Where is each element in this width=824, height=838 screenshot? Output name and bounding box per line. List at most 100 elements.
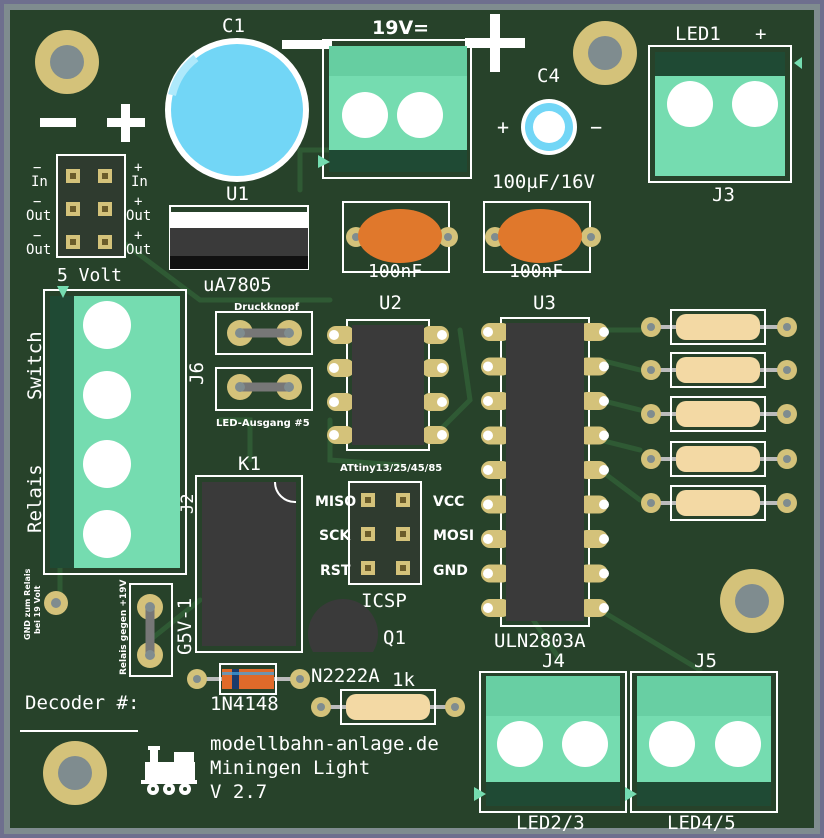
- led45-label: LED4/5: [667, 812, 736, 834]
- header-5v-out-minus-1: Out: [26, 208, 51, 224]
- mounting-hole-top-left: [35, 30, 99, 94]
- regulator-u1: [169, 205, 309, 270]
- header-icsp: [348, 481, 422, 585]
- ic-u3-pin: [578, 461, 608, 479]
- k1-part-label: G5V-1: [174, 598, 196, 655]
- relais-gegen-label: Relais gegen +19V: [119, 580, 129, 675]
- test-pad-gnd: [44, 591, 68, 615]
- led23-label: LED2/3: [516, 812, 585, 834]
- resistor-1k-label: 1k: [392, 669, 415, 691]
- header-5v-caption: 5 Volt: [57, 265, 122, 286]
- led1-plus: +: [755, 23, 766, 45]
- relais-label: Relais: [24, 464, 46, 533]
- ic-u3-pin-hole: [483, 327, 493, 337]
- j5-label: J5: [694, 650, 717, 672]
- header-5v-out-plus-2: Out: [126, 242, 151, 258]
- j6-label: J6: [186, 362, 208, 385]
- mounting-hole-right: [720, 569, 784, 633]
- diode-d1: [187, 663, 310, 695]
- ic-u3-pin: [578, 599, 608, 617]
- header-5v-plus-3: +: [134, 228, 142, 244]
- resistor-array: [641, 309, 797, 521]
- ic-u3-pin-hole: [483, 465, 493, 475]
- power-polarity-marks: [40, 14, 525, 142]
- locomotive-logo: [141, 746, 197, 795]
- icsp-vcc: VCC: [433, 494, 464, 510]
- header-5v: [56, 154, 126, 258]
- terminal-j6: [43, 286, 187, 575]
- ic-u3-pin: [578, 530, 608, 548]
- ic-u3-pin: [578, 564, 608, 583]
- mounting-holes: [35, 21, 784, 805]
- header-5v-plus-2: +: [134, 194, 142, 210]
- power-input-terminal: [318, 39, 472, 179]
- ic-u3-pin-hole: [483, 430, 493, 441]
- ic-u3-pin-hole: [483, 361, 493, 372]
- ic-u3-pin-hole: [599, 568, 609, 579]
- capacitor-c4: [521, 99, 577, 155]
- gnd-note-1: GND zum Relais: [23, 568, 32, 640]
- c4-plus: +: [497, 115, 509, 139]
- terminal-j5: [625, 671, 778, 813]
- version-text: V 2.7: [210, 781, 267, 803]
- icsp-rst: RST: [320, 563, 351, 579]
- mounting-hole-bottom-left: [43, 741, 107, 805]
- power-input-label: 19V=: [372, 17, 429, 39]
- ic-u3-pin-hole: [483, 499, 493, 510]
- c4-minus: −: [590, 115, 602, 139]
- jumper-druckknopf: [215, 311, 313, 355]
- header-5v-out-plus-1: Out: [126, 208, 151, 224]
- resistor: [641, 352, 797, 388]
- resistor: [641, 441, 797, 477]
- u1-label: U1: [226, 183, 249, 205]
- icsp-caption: ICSP: [361, 590, 407, 612]
- terminal-j4: [474, 671, 627, 813]
- ic-u3-pin-hole: [483, 396, 493, 406]
- ic-u3-pin: [578, 392, 608, 410]
- terminal-j3: [648, 45, 802, 183]
- header-5v-minus-1: −: [33, 160, 41, 176]
- diode-part: 1N4148: [210, 693, 279, 715]
- q1-label: Q1: [383, 627, 406, 649]
- ic-u3-pin-hole: [599, 534, 609, 544]
- relay-k1: [195, 475, 303, 653]
- cap-left-value: 100nF: [368, 261, 422, 282]
- icsp-mosi: MOSI: [433, 528, 474, 544]
- u3-part: ULN2803A: [494, 630, 586, 652]
- header-5v-plus-1: +: [134, 160, 142, 176]
- jumper-led-ausgang: [215, 367, 313, 411]
- gnd-note-2: bei 19 Volt: [33, 585, 42, 634]
- ic-u3-pin-hole: [483, 534, 493, 544]
- ic-u3-pin-hole: [599, 499, 609, 510]
- resistor-1k: [311, 689, 465, 725]
- u1-part: uA7805: [203, 274, 272, 296]
- ic-u3-pin: [578, 357, 608, 376]
- c4-value: 100µF/16V: [492, 171, 595, 193]
- icsp-sck: SCK: [319, 528, 351, 544]
- header-5v-minus-2: −: [33, 194, 41, 210]
- ic-u2: [327, 319, 449, 451]
- resistor: [641, 396, 797, 432]
- u2-part: ATtiny13/25/45/85: [340, 463, 442, 474]
- ic-u3-pin-hole: [599, 396, 609, 406]
- header-5v-in-minus: In: [31, 174, 48, 190]
- u3-label: U3: [533, 292, 556, 314]
- j-partial-label: J2: [178, 494, 198, 514]
- header-5v-in-plus: In: [131, 174, 148, 190]
- j3-label: J3: [712, 184, 735, 206]
- switch-label: Switch: [24, 331, 46, 400]
- decoder-label: Decoder #:: [25, 692, 139, 714]
- ic-u3-pin-hole: [599, 327, 609, 337]
- header-5v-out-minus-2: Out: [26, 242, 51, 258]
- resistor: [641, 309, 797, 345]
- c4-label: C4: [537, 65, 560, 87]
- ic-u3-pin-hole: [483, 603, 493, 613]
- k1-label: K1: [238, 453, 261, 475]
- ic-u3-pin: [578, 426, 608, 445]
- transistor-q1: [308, 598, 378, 652]
- mounting-hole-top-right: [573, 21, 637, 85]
- ic-u3-pin-hole: [483, 568, 493, 579]
- q1-part: N2222A: [311, 665, 380, 687]
- j4-label: J4: [542, 650, 565, 672]
